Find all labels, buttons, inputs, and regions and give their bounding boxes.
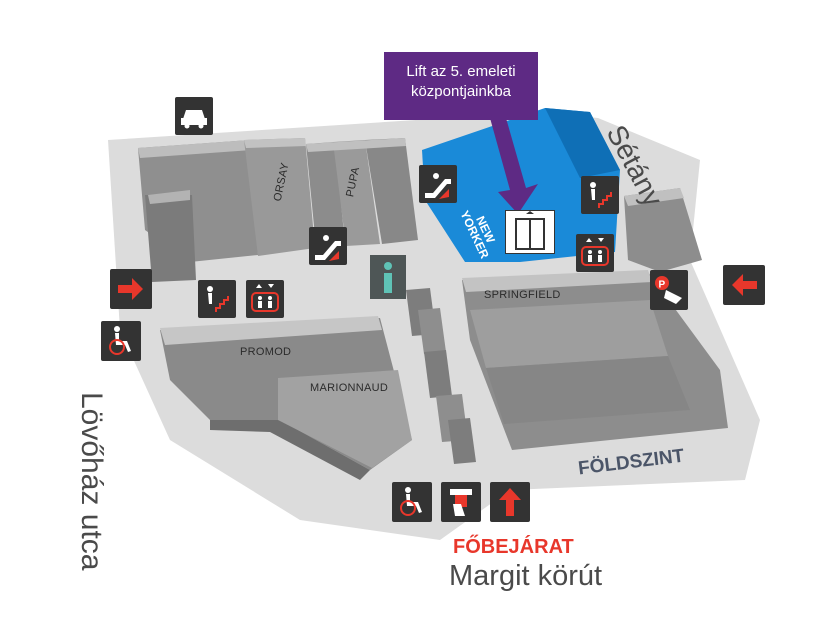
- elevator-icon[interactable]: [246, 280, 284, 318]
- wheelchair-icon[interactable]: [392, 482, 432, 522]
- escalator-icon[interactable]: [419, 165, 457, 203]
- arrow-up-icon[interactable]: [490, 482, 530, 522]
- info-icon[interactable]: [370, 255, 406, 299]
- parking-payment-icon[interactable]: P: [650, 270, 688, 310]
- svg-text:P: P: [659, 280, 666, 291]
- lift-callout: Lift az 5. emeleti központjainkba: [384, 52, 538, 120]
- building-orsay: [244, 138, 315, 256]
- main-entrance-label: FŐBEJÁRAT: [453, 536, 574, 558]
- stairs-icon[interactable]: [581, 176, 619, 214]
- building-marionnaud: [278, 370, 412, 468]
- street-lovohaz: Lövőház utca: [75, 392, 108, 571]
- street-margit: Margit körút: [449, 560, 603, 592]
- shop-springfield: SPRINGFIELD: [484, 289, 561, 301]
- car-park-icon[interactable]: [175, 97, 213, 135]
- wheelchair-icon[interactable]: [101, 321, 141, 361]
- stairs-icon[interactable]: [198, 280, 236, 318]
- elevator-icon[interactable]: [505, 210, 555, 254]
- shop-marionnaud: MARIONNAUD: [310, 382, 389, 394]
- shop-promod: PROMOD: [240, 346, 292, 358]
- atm-icon[interactable]: [441, 482, 481, 522]
- escalator-icon[interactable]: [309, 227, 347, 265]
- callout-line1: Lift az 5. emeleti: [406, 63, 516, 80]
- callout-line2: központjainkba: [410, 83, 512, 100]
- callout-arrow: [490, 118, 538, 214]
- arrow-left-icon[interactable]: [723, 265, 765, 305]
- elevator-icon[interactable]: [576, 234, 614, 272]
- arrow-right-icon[interactable]: [110, 269, 152, 309]
- building-pupa: [333, 140, 380, 246]
